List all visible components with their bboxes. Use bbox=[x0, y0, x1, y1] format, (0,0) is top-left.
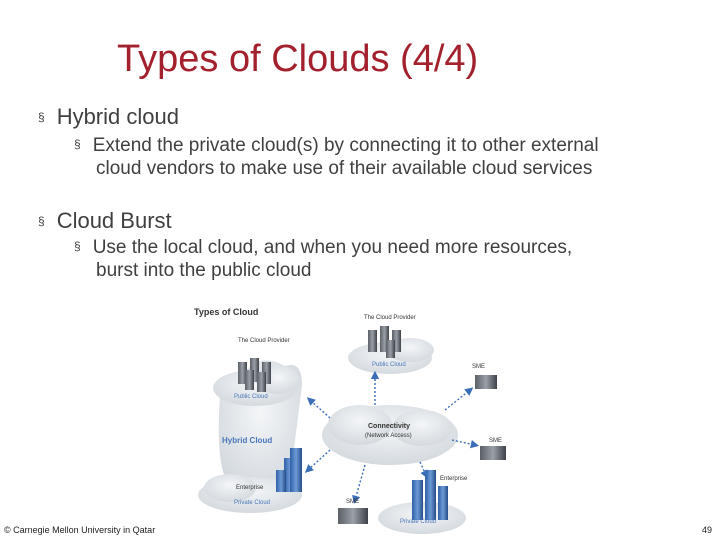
cloud-types-diagram: Types of Cloud The Cloud Provider The Cl… bbox=[194, 307, 506, 534]
diagram-title: Types of Cloud bbox=[194, 307, 258, 317]
label-enterprise-right: Enterprise bbox=[440, 476, 468, 482]
building-icon-group-right bbox=[412, 470, 448, 520]
label-connectivity: Connectivity bbox=[368, 423, 410, 430]
bullet-mark: § bbox=[38, 110, 45, 124]
sme-building-icon-bottom bbox=[338, 508, 368, 524]
sub-bullet-hybrid: § Extend the private cloud(s) by connecti… bbox=[74, 135, 704, 180]
connectivity-cloud-shape bbox=[322, 405, 458, 465]
bullet-cloud-burst: § Cloud Burst bbox=[38, 208, 172, 234]
page-number: 49 bbox=[701, 525, 712, 535]
bullet-mark: § bbox=[74, 239, 81, 253]
sub-bullet-line1: Use the local cloud, and when you need m… bbox=[92, 237, 573, 258]
label-public-cloud-top: Public Cloud bbox=[372, 362, 406, 368]
label-public-cloud-left: Public Cloud bbox=[234, 394, 268, 400]
building-icon-group-left bbox=[276, 448, 302, 492]
bullet-hybrid-cloud: § Hybrid cloud bbox=[38, 104, 179, 130]
footer-copyright: © Carnegie Mellon University in Qatar bbox=[4, 525, 156, 535]
label-provider-left: The Cloud Provider bbox=[238, 338, 290, 344]
label-sme-top: SME bbox=[472, 364, 485, 370]
sub-bullet-burst: § Use the local cloud, and when you need … bbox=[74, 237, 704, 282]
bullet-text: Hybrid cloud bbox=[56, 104, 179, 129]
label-network-access: (Network Access) bbox=[365, 433, 412, 439]
sme-building-icon-right bbox=[475, 375, 506, 460]
server-icon-group-left bbox=[238, 358, 271, 392]
bullet-mark: § bbox=[38, 214, 45, 228]
sub-bullet-line2: cloud vendors to make use of their avail… bbox=[96, 158, 593, 179]
sub-bullet-line2: burst into the public cloud bbox=[96, 260, 312, 281]
label-sme-bottom: SME bbox=[346, 499, 359, 505]
sub-bullet-line1: Extend the private cloud(s) by connectin… bbox=[92, 135, 599, 156]
label-hybrid-cloud: Hybrid Cloud bbox=[222, 436, 272, 445]
label-provider-top: The Cloud Provider bbox=[364, 315, 416, 321]
connection-arrows bbox=[304, 370, 480, 505]
label-private-cloud-left: Private Cloud bbox=[234, 500, 270, 506]
label-sme-right: SME bbox=[489, 438, 502, 444]
slide-title: Types of Clouds (4/4) bbox=[117, 38, 479, 80]
bullet-text: Cloud Burst bbox=[56, 208, 172, 233]
label-enterprise-left: Enterprise bbox=[236, 485, 264, 491]
bullet-mark: § bbox=[74, 137, 81, 151]
label-private-cloud-right: Private Cloud bbox=[400, 519, 436, 525]
server-icon-group-top bbox=[368, 326, 401, 358]
